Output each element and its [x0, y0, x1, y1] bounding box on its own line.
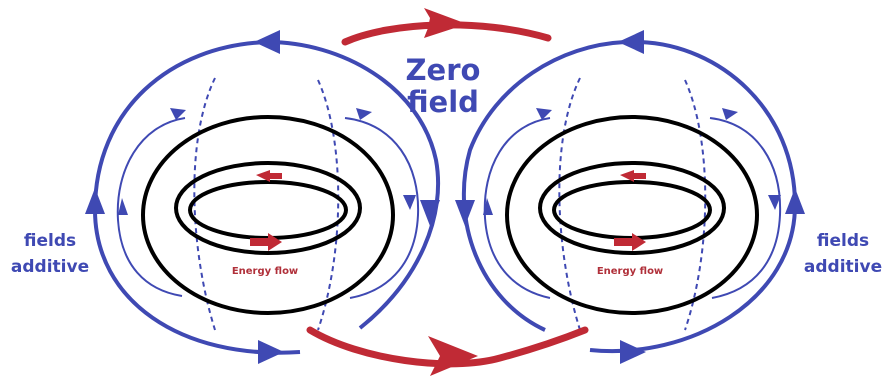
- left-dashed-field-line-left: [193, 77, 216, 331]
- left-outer-top-arrow-icon: [254, 30, 280, 54]
- right-fields-additive-line1: fields: [817, 231, 869, 251]
- zero-field-label-line2: field: [407, 85, 479, 119]
- right-outer-left-arrow-icon: [455, 200, 475, 226]
- right-dashed-top-arrow-icon: [536, 108, 552, 120]
- left-outer-right-arrow-icon: [420, 200, 440, 226]
- left-energy-arrow-top-icon: [256, 170, 282, 182]
- right-toroid: Energy flow: [455, 30, 805, 364]
- left-torus-inner-ring: [174, 161, 362, 255]
- right-fields-additive-line2: additive: [804, 257, 882, 277]
- right-outer-bottom-arrow-icon: [620, 340, 646, 364]
- bottom-red-arc: [306, 326, 589, 368]
- right-torus-outer: [505, 115, 759, 315]
- left-outer-bottom-arrow-icon: [258, 340, 284, 364]
- right-torus-inner-ring: [538, 161, 726, 255]
- right-inner-field-loop-right-arrow-icon: [768, 195, 781, 210]
- left-dashed-field-line-right: [317, 79, 340, 331]
- right-dashed-top-right-arrow-icon: [722, 108, 738, 120]
- right-energy-flow-label: Energy flow: [597, 266, 663, 277]
- left-toroid: Energy flow: [85, 30, 441, 364]
- left-fields-additive-line2: additive: [11, 257, 89, 277]
- bottom-red-arrow-icon: [428, 336, 478, 376]
- left-torus-hole: [188, 180, 348, 240]
- right-outer-field-loop: [461, 40, 798, 354]
- right-torus-hole: [552, 180, 712, 240]
- right-dashed-field-line-right: [684, 79, 707, 331]
- right-energy-arrow-top-icon: [620, 170, 646, 182]
- left-outer-field-loop: [92, 39, 441, 355]
- left-fields-additive-line1: fields: [24, 231, 76, 251]
- right-energy-arrow-bottom-icon: [614, 233, 646, 251]
- left-energy-arrow-bottom-icon: [250, 233, 282, 251]
- left-energy-flow-label: Energy flow: [232, 266, 298, 277]
- right-dashed-field-line-left: [558, 77, 581, 331]
- left-inner-field-loop-right-arrow-icon: [403, 195, 416, 210]
- left-inner-field-loop-left-arrow-icon: [118, 198, 128, 215]
- right-outer-top-arrow-icon: [618, 30, 644, 54]
- zero-field-label-line1: Zero: [406, 53, 481, 87]
- top-red-arrow-icon: [424, 8, 467, 38]
- right-inner-field-loop-left: [483, 117, 551, 299]
- right-inner-field-loop-left-arrow-icon: [483, 198, 493, 215]
- left-outer-left-arrow-icon: [85, 188, 105, 214]
- left-inner-field-loop-left: [116, 117, 186, 297]
- left-dashed-top-right-arrow-icon: [356, 108, 372, 120]
- left-dashed-top-arrow-icon: [170, 108, 186, 120]
- left-torus-outer: [141, 115, 395, 315]
- right-outer-right-arrow-icon: [785, 188, 805, 214]
- right-inner-field-loop-right: [709, 117, 782, 299]
- left-inner-field-loop-right: [344, 117, 420, 299]
